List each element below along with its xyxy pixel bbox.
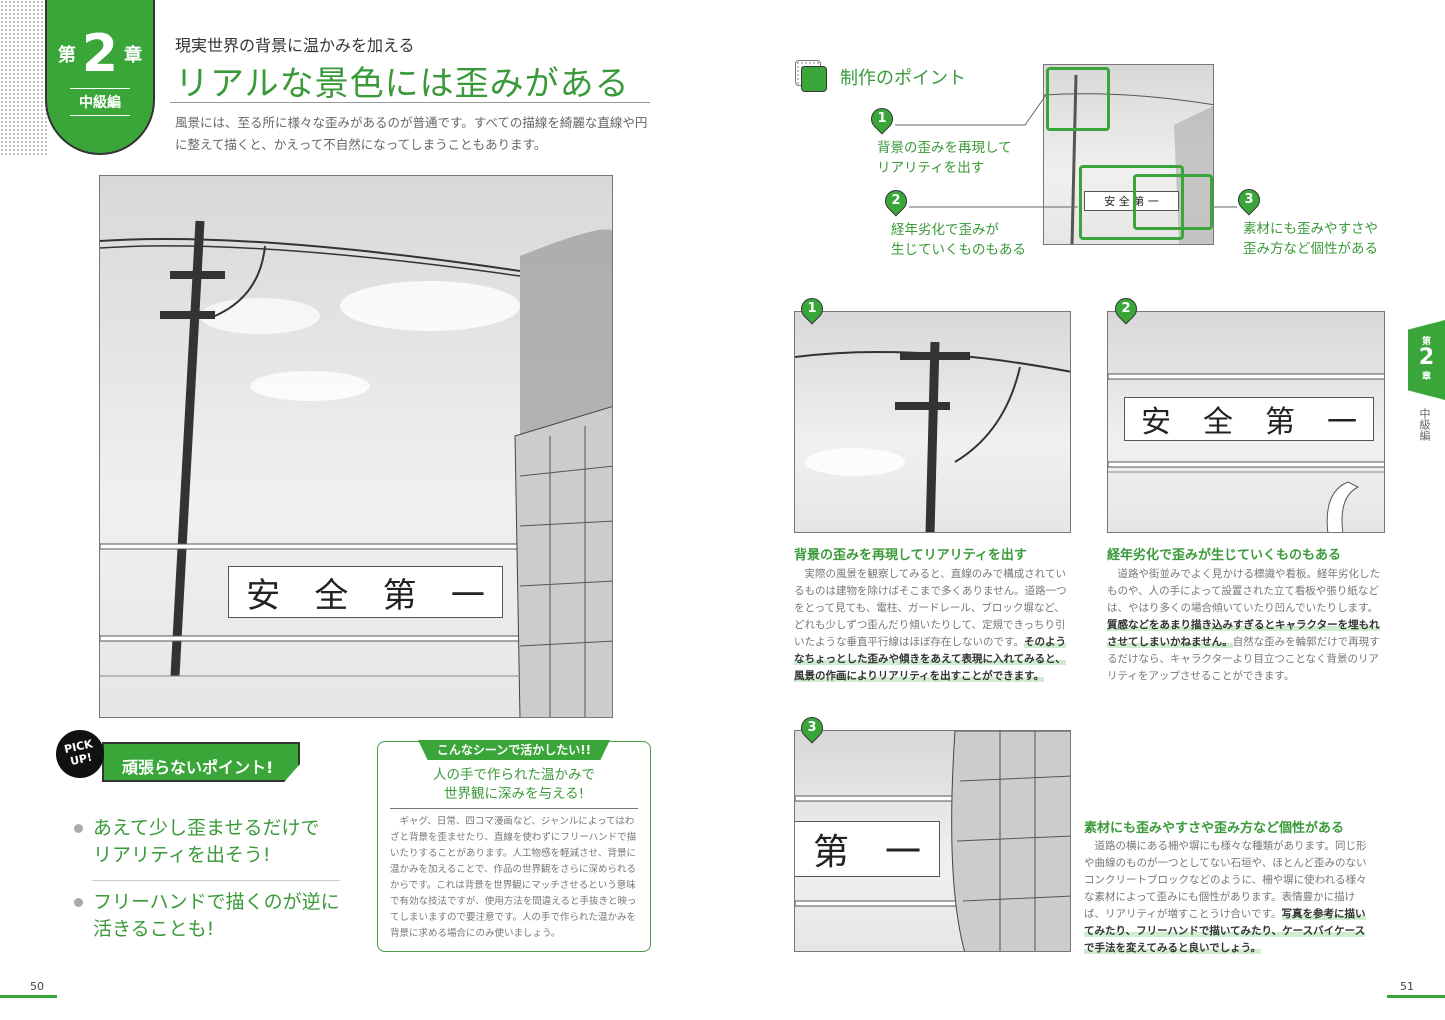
points-title: 制作のポイント [840, 68, 966, 89]
marker-number: 3 [807, 720, 817, 735]
chapter-suffix: 章 [124, 45, 143, 66]
chapter-level: 中級編 [70, 88, 130, 116]
callout-1: 背景の歪みを再現してリアリティを出す [877, 138, 1012, 178]
intro-text: 風景には、至る所に様々な歪みがあるのが普通です。すべての描線を綺麗な直線や円に整… [175, 115, 648, 152]
sign-char: 第 [382, 575, 417, 616]
body-text: 道路の横にある柵や塀にも様々な種類があります。同じ形や曲線のものが一つとしてない… [1084, 840, 1367, 920]
wall-closeup-drawing [795, 731, 1070, 951]
sign-char: 安 [246, 575, 281, 616]
sign-closeup-drawing [1108, 373, 1384, 532]
thumbnail-sign: 安 全 第 一 [1084, 191, 1179, 211]
panel-1-heading: 背景の歪みを再現してリアリティを出す [794, 548, 1027, 563]
scene-box: こんなシーンで活かしたい!! 人の手で作られた温かみで世界観に深みを与える! ギ… [377, 740, 651, 952]
side-tab-suffix: 章 [1421, 372, 1431, 382]
callout-lines [895, 94, 1237, 208]
panel-2-body: 道路や街並みでよく見かける標識や看板。経年劣化したものや、人の手によって設置され… [1107, 566, 1385, 685]
thumbnail-illustration: 安 全 第 一 [1043, 64, 1214, 245]
scene-heading: 人の手で作られた温かみで世界観に深みを与える! [378, 766, 650, 804]
panel-3-body: 道路の横にある柵や塀にも様々な種類があります。同じ形や曲線のものが一つとしてない… [1084, 838, 1374, 957]
tip-line: フリーハンドで描くのが逆に [93, 891, 340, 913]
sign-char: 全 [314, 575, 349, 616]
side-chapter-tab: 第 2 章 [1408, 320, 1445, 400]
sign-char: 一 [1327, 405, 1357, 440]
scene-body: ギャグ、日常、四コマ漫画など、ジャンルによってはわざと背景を歪ませたり、直線を使… [390, 816, 637, 939]
pole-closeup-drawing [795, 341, 1070, 532]
pickup-badge: PICK UP! [51, 725, 109, 783]
panel-1-body: 実際の風景を観察してみると、直線のみで構成されているものは建物を除けばそこまで多… [794, 566, 1072, 685]
tip-line: リアリティを出そう! [93, 844, 271, 866]
side-tab-number: 2 [1418, 345, 1435, 370]
scene-heading-line: 人の手で作られた温かみで [433, 767, 595, 783]
callout-2: 経年劣化で歪みが生じていくものもある [891, 220, 1026, 260]
marker-number: 3 [1244, 192, 1254, 207]
panel-2-heading: 経年劣化で歪みが生じていくものもある [1107, 548, 1342, 563]
chapter-prefix: 第 [57, 45, 76, 66]
title-divider [170, 102, 650, 103]
highlight-box-2 [1079, 165, 1184, 240]
highlighted-text: そのようなちょっとした歪みや傾きをあえて表現に入れてみると、風景の作画によりリア… [794, 636, 1066, 682]
sign-char: 一 [450, 575, 485, 616]
sign-char: 安 [1141, 405, 1171, 440]
callout-line: リアリティを出す [877, 160, 985, 176]
sign-char: 第 [1265, 405, 1295, 440]
scene-tag: こんなシーンで活かしたい!! [418, 740, 610, 760]
panel-2-illustration: 安全第一 [1107, 311, 1385, 533]
panel-2-sign: 安全第一 [1124, 397, 1374, 441]
highlight-box-1 [1046, 67, 1110, 131]
page-subtitle: 現実世界の背景に温かみを加える [175, 36, 415, 55]
panel-3-sign: 第一 [795, 821, 940, 877]
tip-divider [92, 880, 340, 881]
page-title: リアルな景色には歪みがある [175, 64, 630, 104]
street-scene-drawing [100, 220, 612, 717]
dot-pattern [0, 0, 48, 155]
marker-number: 2 [891, 193, 901, 208]
panel-1-illustration [794, 311, 1071, 533]
marker-number: 1 [877, 111, 887, 126]
page-line-left [0, 995, 57, 998]
callout-line: 経年劣化で歪みが [891, 222, 999, 238]
page-line-right [1387, 995, 1445, 998]
chapter-number: 2 [81, 24, 119, 84]
scene-heading-line: 世界観に深みを与える! [443, 786, 584, 802]
tip-bullet: フリーハンドで描くのが逆に活きることも! [74, 889, 340, 943]
callout-line: 生じていくものもある [891, 242, 1026, 258]
side-tab-level: 中級編 [1418, 408, 1431, 441]
callout-line: 背景の歪みを再現して [877, 140, 1012, 156]
body-text: 自然な歪みを輪郭だけで再現するだけなら、キャラクターより目立つことなく背景のリア… [1107, 636, 1380, 682]
page-number-right: 51 [1400, 980, 1414, 993]
side-tab-prefix: 第 [1421, 337, 1431, 347]
pickup-label: 頑張らないポイント! [102, 742, 300, 782]
pickup-header: 頑張らないポイント! PICK UP! [51, 725, 302, 786]
body-text: 実際の風景を観察してみると、直線のみで構成されているものは建物を除けばそこまで多… [794, 568, 1067, 648]
panel-3-illustration: 第一 [794, 730, 1071, 952]
page-number-left: 50 [30, 980, 44, 993]
callout-line: 素材にも歪みやすさや [1243, 221, 1378, 237]
callout-line: 歪み方など個性がある [1243, 241, 1378, 257]
sign-char: 第 [812, 832, 849, 873]
safety-sign: 安全第一 [228, 566, 503, 618]
sign-char: 全 [1203, 405, 1233, 440]
tip-bullet: あえて少し歪ませるだけでリアリティを出そう! [73, 815, 320, 869]
highlight-box-3 [1133, 174, 1213, 230]
scene-divider [390, 808, 638, 809]
body-text: 道路や街並みでよく見かける標識や看板。経年劣化したものや、人の手によって設置され… [1107, 568, 1380, 614]
tip-line: あえて少し歪ませるだけで [93, 817, 320, 839]
tip-line: 活きることも! [93, 918, 215, 940]
points-icon [795, 60, 827, 92]
marker-number: 2 [1121, 301, 1131, 316]
main-illustration: 安全第一 [99, 175, 613, 718]
marker-number: 1 [807, 301, 817, 316]
sign-char: 一 [884, 832, 921, 873]
panel-3-heading: 素材にも歪みやすさや歪み方など個性がある [1084, 821, 1345, 836]
callout-3: 素材にも歪みやすさや歪み方など個性がある [1243, 219, 1378, 259]
